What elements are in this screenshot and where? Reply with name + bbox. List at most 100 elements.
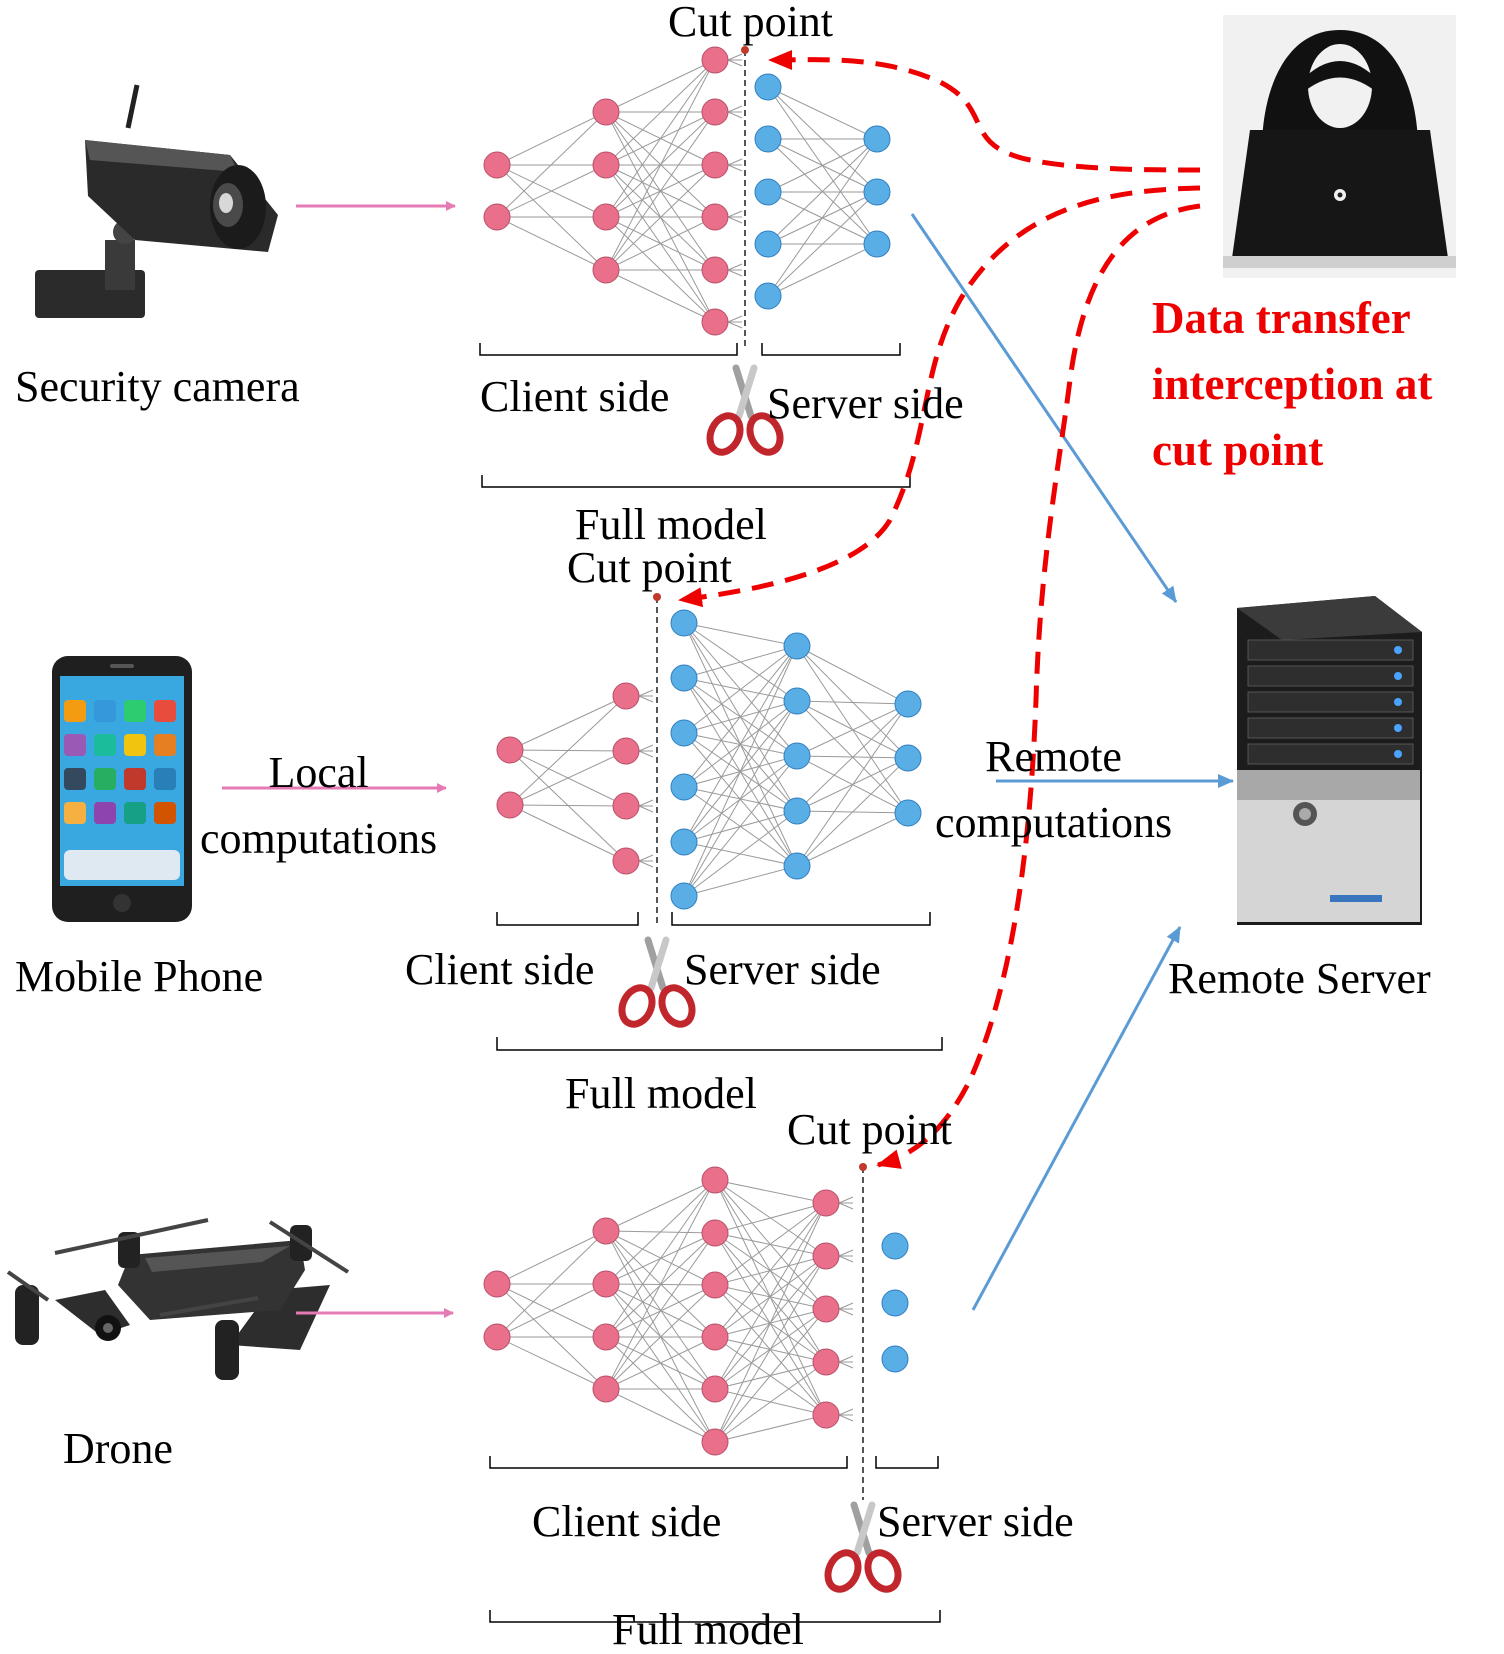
network-3-nodes <box>483 1166 909 1456</box>
network-edge-stub <box>838 1414 854 1422</box>
app-tile <box>124 734 146 756</box>
client-node <box>496 791 524 819</box>
full-model-label-2: Full model <box>565 1069 757 1118</box>
drive-bay <box>1247 639 1414 661</box>
hacker-icon <box>1223 15 1456 278</box>
server-node <box>670 719 698 747</box>
app-tile <box>94 768 116 790</box>
network-edge <box>796 645 909 705</box>
server-node <box>670 773 698 801</box>
app-tile <box>154 802 176 824</box>
network-edge-stub <box>727 263 743 271</box>
client-bracket-1 <box>479 343 738 356</box>
drive-led <box>1394 750 1402 758</box>
client-node <box>592 1375 620 1403</box>
server-node <box>783 797 811 825</box>
network-edge-stub <box>838 1408 854 1416</box>
network-edge <box>605 59 716 218</box>
drive-led <box>1394 724 1402 732</box>
network-edge <box>605 1179 716 1338</box>
network-edge-stub <box>838 1196 854 1204</box>
model3-to-server-arrow <box>971 926 1182 1311</box>
app-tile <box>64 700 86 722</box>
network-edge-stub <box>838 1249 854 1257</box>
phone-app-grid <box>64 700 176 824</box>
network-edge <box>714 1179 827 1204</box>
network-3-edges <box>496 1179 854 1443</box>
client-node <box>701 256 729 284</box>
network-edge <box>605 216 716 271</box>
server-node <box>881 1232 909 1260</box>
server-node <box>783 852 811 880</box>
network-edge <box>605 269 716 323</box>
network-edge-stub <box>638 744 654 752</box>
server-side-label-2: Server side <box>684 945 881 994</box>
client-node <box>592 1270 620 1298</box>
client-side-label-2: Client side <box>405 945 595 994</box>
network-edge <box>496 164 607 218</box>
mobile-phone-icon <box>52 656 192 922</box>
interception-arrow-3 <box>876 203 1201 1169</box>
server-node <box>670 609 698 637</box>
app-tile <box>94 802 116 824</box>
scissors-icon <box>618 936 696 1028</box>
network-edge <box>767 243 878 297</box>
cut-point-label-3: Cut point <box>787 1105 953 1154</box>
network-edge <box>496 1336 607 1390</box>
network-edge <box>496 1230 607 1338</box>
client-node <box>483 203 511 231</box>
network-edge-stub <box>727 164 743 172</box>
server-node <box>754 230 782 258</box>
server-node <box>881 1345 909 1373</box>
app-tile <box>64 734 86 756</box>
client-side-label-3: Client side <box>532 1497 722 1546</box>
drive-bay <box>1247 691 1414 713</box>
client-bracket-2 <box>496 912 639 926</box>
client-node <box>812 1295 840 1323</box>
client-node <box>612 792 640 820</box>
network-edge <box>767 86 878 140</box>
network-edge <box>767 138 878 193</box>
network-edge-stub <box>838 1255 854 1263</box>
network-edge-stub <box>727 53 743 61</box>
drone-label: Drone <box>63 1424 173 1473</box>
network-edge <box>767 138 878 245</box>
server-node <box>783 632 811 660</box>
app-tile <box>154 734 176 756</box>
drive-led <box>1394 698 1402 706</box>
client-node <box>483 1323 511 1351</box>
network-edge <box>683 645 798 679</box>
network-edge <box>605 59 716 166</box>
network-edge <box>714 1255 827 1443</box>
drive-bay <box>1247 743 1414 765</box>
network-edge-stub <box>638 805 654 813</box>
server-bracket-3 <box>875 1456 939 1469</box>
network-edge <box>605 1232 716 1390</box>
network-edge-stub <box>638 689 654 697</box>
network-edge <box>605 164 716 271</box>
client-node <box>701 151 729 179</box>
network-edge <box>714 1202 827 1286</box>
server-node <box>754 178 782 206</box>
client-node <box>612 682 640 710</box>
app-tile <box>124 700 146 722</box>
client-node <box>701 1428 729 1456</box>
network-2 <box>496 593 943 1051</box>
network-edge-stub <box>727 158 743 166</box>
network-edge <box>605 1284 716 1390</box>
server-node <box>783 687 811 715</box>
server-node <box>754 73 782 101</box>
server-node <box>754 125 782 153</box>
client-node <box>701 46 729 74</box>
server-node <box>670 664 698 692</box>
network-edge <box>714 1202 827 1443</box>
network-edge <box>714 1202 827 1234</box>
server-side-label-1: Server side <box>767 379 964 428</box>
client-node <box>592 98 620 126</box>
client-node <box>701 1323 729 1351</box>
network-1 <box>479 46 911 488</box>
network-3 <box>483 1163 941 1623</box>
network-edge <box>683 700 798 897</box>
network-edge-stub <box>727 315 743 323</box>
server-icon <box>1237 596 1422 925</box>
